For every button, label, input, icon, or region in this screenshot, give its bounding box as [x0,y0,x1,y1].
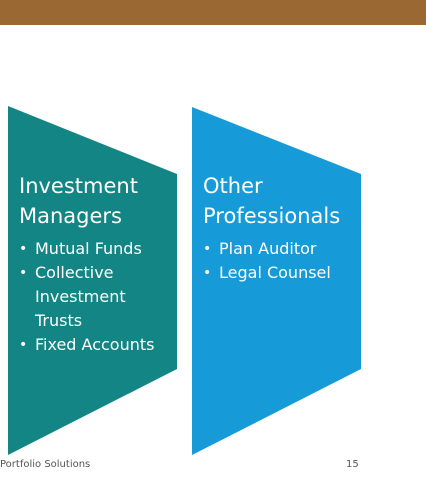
investment-managers-card: Investment Managers Mutual Funds Collect… [19,171,174,357]
card-title-line: Professionals [203,204,341,228]
card-title: Investment Managers [19,171,174,231]
bullet-text: Investment [35,287,126,306]
top-accent-bar [0,0,426,25]
bullet-text: Fixed Accounts [35,335,155,354]
bullet-text: Mutual Funds [35,239,142,258]
bullet-text: Collective [35,263,114,282]
bullet-item: Mutual Funds [19,237,174,261]
card-title-line: Managers [19,204,122,228]
footer-company: Portfolio Solutions [0,459,91,470]
card-title: Other Professionals [203,171,363,231]
bullet-item: Legal Counsel [203,261,363,285]
other-professionals-card: Other Professionals Plan Auditor Legal C… [203,171,363,285]
bullet-text: Trusts [35,311,83,330]
bullet-item: Collective Investment Trusts [19,261,174,333]
bullet-text: Plan Auditor [219,239,317,258]
bullet-text: Legal Counsel [219,263,331,282]
bullet-list: Mutual Funds Collective Investment Trust… [19,237,174,357]
card-title-line: Other [203,174,263,198]
page-number: 15 [346,459,359,470]
card-title-line: Investment [19,174,138,198]
bullet-list: Plan Auditor Legal Counsel [203,237,363,285]
bullet-item: Plan Auditor [203,237,363,261]
bullet-item: Fixed Accounts [19,333,174,357]
